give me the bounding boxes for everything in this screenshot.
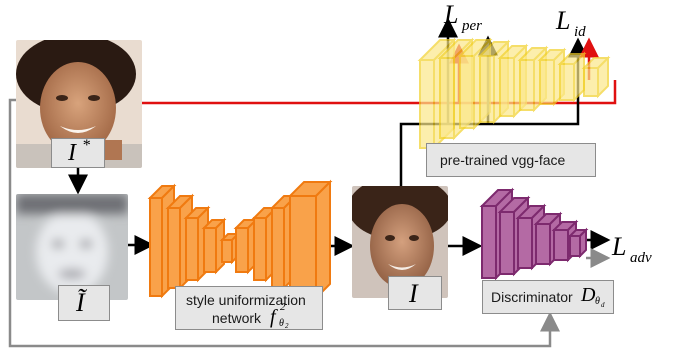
adversarial-loss-subscript: adv [630,250,652,266]
generator-subsubscript: 2 [285,322,289,330]
perceptual-loss-subscript: per [462,18,482,34]
identity-loss-subscript: id [574,24,586,40]
adversarial-loss-label: L adv [612,232,680,272]
degraded-symbol-box: Ĩ [58,285,110,321]
perceptual-loss-symbol: L [444,0,459,29]
vgg-layer-8 [557,51,587,103]
reference-symbol-box: I * [51,137,105,168]
output-to-vgg-line [399,80,580,186]
discriminator-symbol: D [581,284,596,306]
generator-superscript: 2 [280,301,286,313]
identity-loss-label: L id [556,6,606,40]
discriminator-label-box: Discriminator D θ d [482,280,614,314]
discriminator-layer-6 [567,227,589,259]
vgg-label-box: pre-trained vgg-face [426,143,596,177]
generator-subscript: θ [279,318,284,329]
vgg-layer-9 [581,55,611,99]
output-symbol-box: I [388,276,442,310]
degraded-face-image [16,194,128,300]
generator-label-line1: style uniformization [186,292,306,308]
reference-to-vgg-line [142,80,617,105]
output-symbol: I [409,279,418,308]
degraded-symbol: Ĩ [76,288,85,317]
feedback-loop-line [8,98,560,348]
generator-label-box: style uniformization network f 2 θ 2 [175,286,323,330]
discriminator-subsubscript: d [601,301,605,309]
adversarial-loss-symbol: L [612,232,627,261]
discriminator-subscript: θ [595,296,600,307]
identity-loss-symbol: L [556,6,571,35]
reference-symbol: I [68,140,76,166]
generator-symbol: f [270,306,276,328]
generator-label-line2: network [212,310,262,326]
vgg-label: pre-trained vgg-face [440,152,566,168]
perceptual-loss-label: L per [444,0,514,34]
reference-face-image [16,40,142,168]
reference-superscript: * [82,137,90,154]
discriminator-label: Discriminator [491,289,573,305]
